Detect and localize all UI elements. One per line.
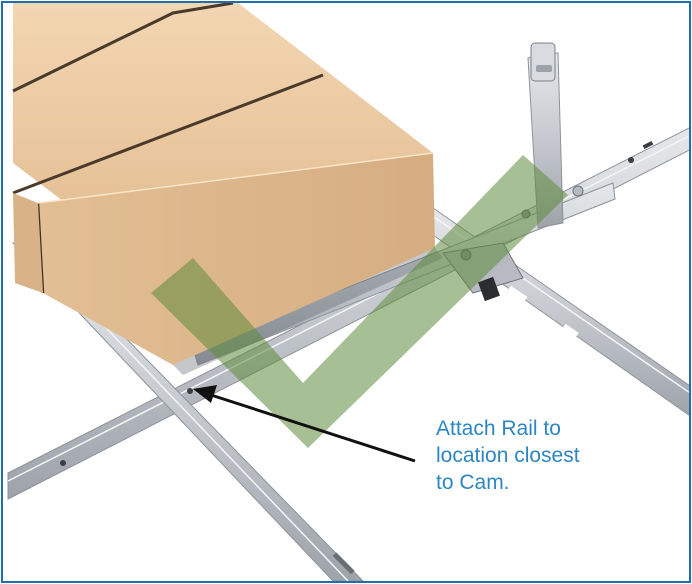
annotation-callout: Attach Rail to location closest to Cam. <box>436 415 676 496</box>
wood-block <box>12 3 443 375</box>
checkmark-icon <box>151 155 568 448</box>
side-rail-left <box>11 242 364 581</box>
annotation-line-3: to Cam. <box>436 471 510 494</box>
assembly-illustration <box>7 3 689 581</box>
annotation-line-1: Attach Rail to <box>436 417 561 440</box>
arrow-icon <box>193 385 416 463</box>
annotation-line-2: location closest <box>436 444 580 467</box>
